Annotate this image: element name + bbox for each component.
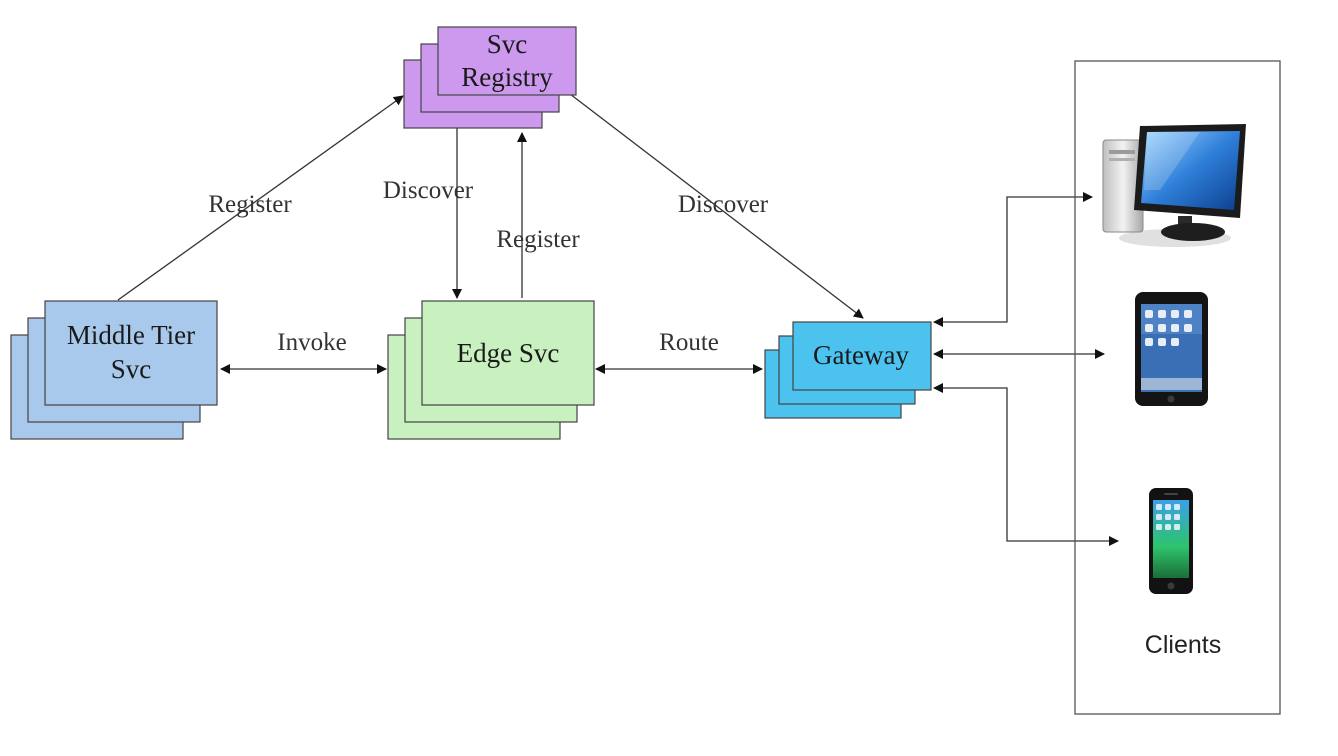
middle-tier-label-line1: Middle Tier <box>67 320 195 350</box>
svc-registry-front-card <box>437 26 577 96</box>
gateway-node: Gateway <box>764 321 932 419</box>
discover-edge-label: Discover <box>383 177 474 204</box>
discover-gateway-label: Discover <box>678 191 769 218</box>
smartphone-icon <box>1149 488 1193 594</box>
clients-border <box>1074 60 1281 715</box>
svc-registry-label-line2: Registry <box>461 62 553 92</box>
gateway-desktop-connector <box>933 192 1093 327</box>
gateway-phone-connector <box>933 383 1119 546</box>
edge-labels: Register Discover Register Discover Invo… <box>208 177 768 356</box>
tablet-icon <box>1135 292 1208 406</box>
register-edge-label: Register <box>496 226 580 253</box>
svc-registry-node: Svc Registry <box>403 26 577 129</box>
register-middle-label: Register <box>208 191 292 218</box>
edge-svc-label: Edge Svc <box>457 338 560 368</box>
invoke-label: Invoke <box>277 329 346 356</box>
edges <box>117 93 1119 546</box>
clients-panel: Clients <box>1074 60 1281 715</box>
route-label: Route <box>659 329 719 356</box>
clients-label: Clients <box>1145 631 1221 659</box>
desktop-computer-icon <box>1102 124 1246 247</box>
edge-svc-node: Edge Svc <box>387 300 595 440</box>
register-middle-arrow <box>117 95 404 301</box>
gateway-front-card <box>792 321 932 391</box>
middle-tier-front-card <box>44 300 218 406</box>
svc-registry-label-line1: Svc <box>487 29 528 59</box>
discover-gateway-arrow <box>569 93 864 319</box>
middle-tier-svc-node: Middle Tier Svc <box>10 300 218 440</box>
middle-tier-label-line2: Svc <box>111 354 152 384</box>
edge-svc-front-card <box>421 300 595 406</box>
gateway-label: Gateway <box>813 340 909 370</box>
